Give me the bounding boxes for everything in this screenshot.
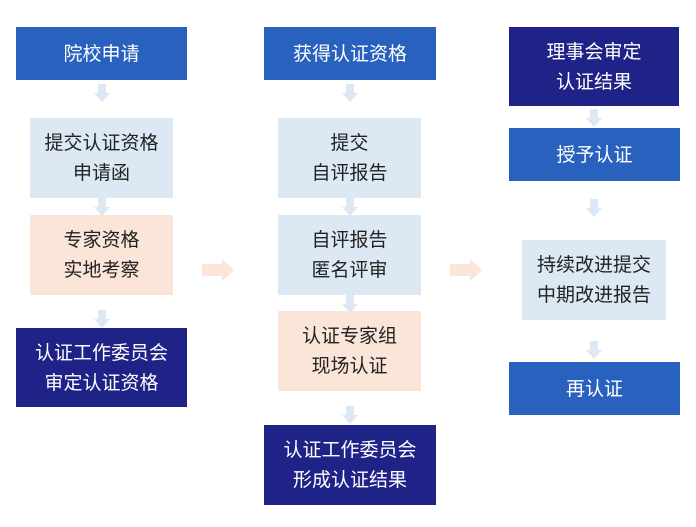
arrow-right-icon [202,259,234,281]
step-board-review-result: 理事会审定 认证结果 [509,27,679,106]
arrow-down-icon [94,310,110,328]
step-committee-review-qualification: 认证工作委员会 审定认证资格 [16,328,187,407]
arrow-down-icon [342,406,358,424]
step-label: 院校申请 [63,42,140,65]
step-label-line1: 提交认证资格 [44,132,159,154]
arrow-down-icon [94,84,110,102]
step-expert-group-onsite: 认证专家组 现场认证 [278,311,421,391]
step-expert-site-visit: 专家资格 实地考察 [30,215,173,295]
step-continuous-improvement-report: 持续改进提交 中期改进报告 [522,240,666,320]
step-re-accreditation: 再认证 [509,362,680,415]
step-label-line1: 提交 [330,132,369,154]
step-label-line2: 审定认证资格 [44,371,159,394]
step-obtain-qualification: 获得认证资格 [264,27,436,80]
step-label: 再认证 [565,377,623,400]
step-label-line2: 申请函 [72,162,130,184]
arrow-down-icon [94,198,110,216]
step-label-line1: 专家资格 [63,229,140,251]
step-label-line2: 匿名评审 [311,259,388,281]
step-submit-qualification-application: 提交认证资格 申请函 [30,118,173,198]
step-label-line1: 认证工作委员会 [283,439,417,461]
step-label-line2: 自评报告 [311,162,388,184]
step-label-line2: 认证结果 [555,70,632,93]
step-label-line1: 认证专家组 [301,325,397,347]
arrow-right-icon [450,259,482,281]
step-anonymous-review: 自评报告 匿名评审 [278,215,421,295]
arrow-down-icon [586,199,602,217]
arrow-down-icon [586,341,602,359]
step-grant-accreditation: 授予认证 [509,128,680,181]
step-label: 授予认证 [556,143,633,166]
step-label-line1: 理事会审定 [546,40,642,63]
step-label-line2: 形成认证结果 [292,469,407,491]
step-label-line2: 实地考察 [63,259,140,281]
step-label-line1: 持续改进提交 [536,254,651,276]
arrow-down-icon [586,109,602,127]
arrow-down-icon [342,295,358,313]
step-label-line1: 认证工作委员会 [34,341,168,364]
arrow-down-icon [342,84,358,102]
step-submit-self-assessment: 提交 自评报告 [278,118,421,198]
step-label: 获得认证资格 [292,42,407,65]
step-label-line1: 自评报告 [311,229,388,251]
arrow-down-icon [342,198,358,216]
step-label-line2: 中期改进报告 [536,284,651,306]
step-committee-form-result: 认证工作委员会 形成认证结果 [264,425,436,505]
step-school-application: 院校申请 [16,27,187,80]
step-label-line2: 现场认证 [311,355,388,377]
